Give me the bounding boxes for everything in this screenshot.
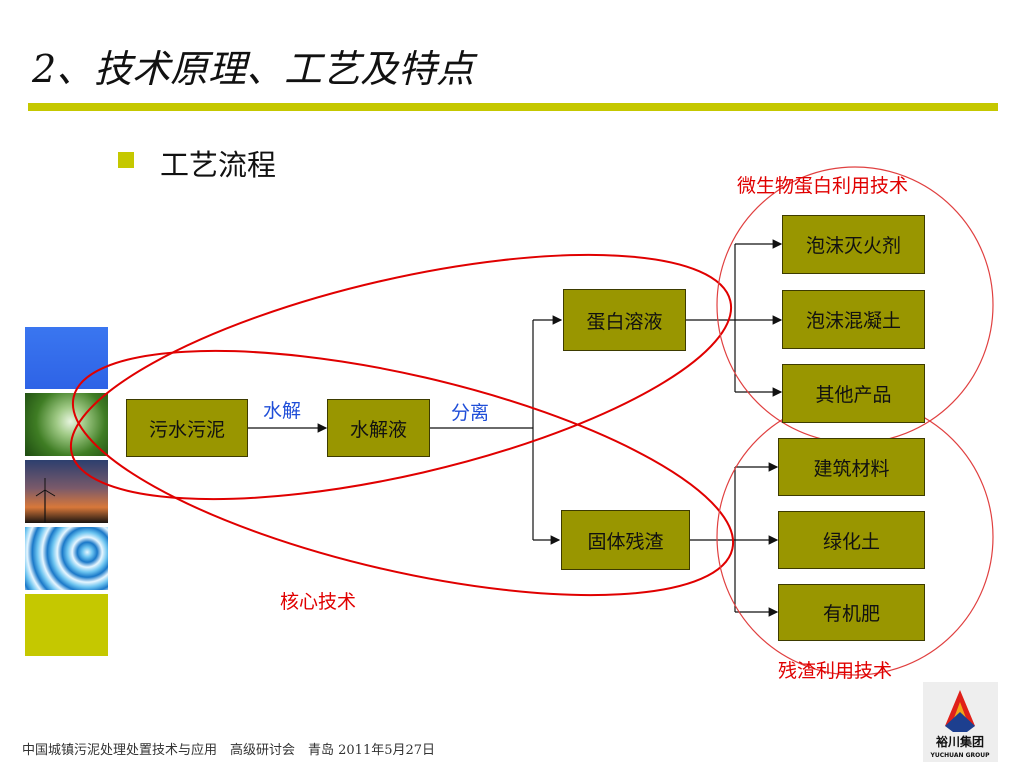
svg-text:裕川集团: 裕川集团 [935, 734, 984, 749]
node-greening-soil: 绿化土 [778, 511, 925, 569]
node-sewage-sludge: 污水污泥 [126, 399, 248, 457]
water-ripple-image-tile [25, 527, 108, 590]
node-hydrolysate: 水解液 [327, 399, 430, 457]
node-foam-concrete: 泡沫混凝土 [782, 290, 925, 349]
node-foam-extinguisher: 泡沫灭火剂 [782, 215, 925, 274]
wind-turbine-sunset-image-tile [25, 460, 108, 523]
company-logo: 裕川集团 YUCHUAN GROUP [923, 682, 998, 762]
node-other-products: 其他产品 [782, 364, 925, 423]
wind-turbine-icon [35, 478, 56, 523]
edge-label-hydrolysis: 水解 [263, 400, 302, 422]
edge-label-separation: 分离 [451, 402, 490, 424]
label-core-technology: 核心技术 [280, 591, 357, 613]
yellow-green-tile [25, 594, 108, 656]
bullet-heading: 工艺流程 [160, 148, 277, 182]
node-protein-solution: 蛋白溶液 [563, 289, 686, 351]
node-organic-fertilizer: 有机肥 [778, 584, 925, 641]
page-title: 2、技术原理、工艺及特点 [32, 47, 475, 91]
logo-mark-icon: 裕川集团 YUCHUAN GROUP [930, 690, 991, 759]
node-solid-residue: 固体残渣 [561, 510, 690, 570]
svg-text:YUCHUAN GROUP: YUCHUAN GROUP [930, 752, 991, 759]
footer-text: 中国城镇污泥处理处置技术与应用 高级研讨会 青岛 2011年5月27日 [22, 743, 436, 758]
label-microbial-protein-tech: 微生物蛋白利用技术 [737, 175, 909, 197]
title-divider [28, 103, 998, 111]
label-residue-utilization-tech: 残渣利用技术 [778, 660, 893, 682]
blue-image-tile [25, 327, 108, 389]
bullet-square-icon [118, 152, 134, 168]
node-building-materials: 建筑材料 [778, 438, 925, 496]
